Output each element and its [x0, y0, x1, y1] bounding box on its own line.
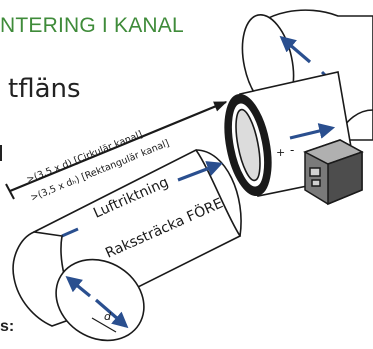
straight-run-dash [61, 227, 79, 238]
lower-airflow-arrow-out [94, 298, 129, 329]
dimension-line [9, 100, 228, 193]
partial-label-text: s: [0, 318, 15, 335]
page-title: NTERING I KANAL [0, 14, 184, 37]
partial-heading-text: tfläns [8, 74, 81, 104]
diameter-label: d [104, 310, 112, 323]
polarity-minus-label: - [290, 143, 294, 157]
dimension-line-start-tick [5, 183, 15, 200]
diameter-marker [91, 317, 117, 333]
polarity-plus-label: + [276, 146, 285, 159]
lower-airflow-arrow-up [65, 275, 92, 298]
sensor-airflow-arrow [289, 123, 336, 140]
partial-text-fragment [0, 145, 2, 161]
transmitter-box [303, 139, 364, 206]
airflow-direction-arrow [177, 161, 223, 182]
upper-airflow-arrow [279, 35, 312, 64]
